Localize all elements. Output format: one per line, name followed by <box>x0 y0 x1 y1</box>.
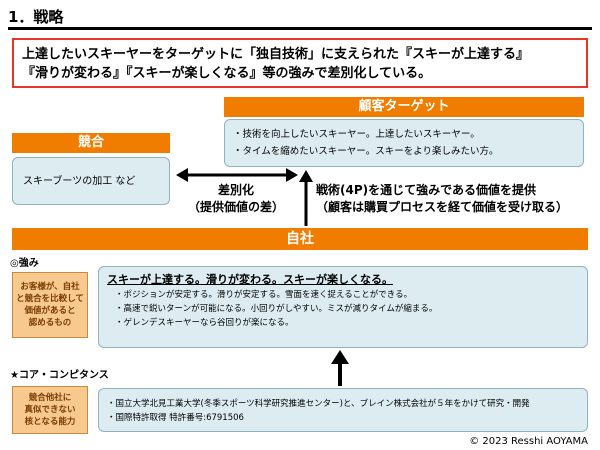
target-header: 顧客ターゲット <box>224 97 584 117</box>
differentiation-label: 差別化 （提供価値の差） <box>180 182 292 216</box>
strength-side-line: 価値があると <box>24 306 76 316</box>
strength-label: ◎強み <box>10 258 39 269</box>
core-side-line: 競合他社に <box>28 393 72 403</box>
competition-box: スキーブーツの加工 など <box>12 157 170 205</box>
strength-box: スキーが上達する。滑りが変わる。スキーが楽しくなる。 ・ポジションが安定する。滑… <box>98 266 588 348</box>
title-underline <box>8 27 592 30</box>
core-side-line: 真似できない <box>24 405 76 415</box>
strength-headline: スキーが上達する。滑りが変わる。スキーが楽しくなる。 <box>107 273 393 286</box>
core-side-line: 核となる能力 <box>24 417 76 427</box>
strength-side-line: 認めるもの <box>28 318 72 328</box>
core-item: ・国際特許取得 特許番号:6791506 <box>107 413 244 423</box>
strength-item: ・高速で鋭いターンが可能になる。小回りがしやすい。ミスが減りタイムが縮まる。 <box>115 304 438 314</box>
differentiation-double-arrow <box>176 168 298 182</box>
strength-item: ・ゲレンデスキーヤーなら谷回りが楽になる。 <box>115 318 294 328</box>
target-item: ・技術を向上したいスキーヤー。上達したいスキーヤー。 <box>233 129 480 140</box>
differentiation-line-2: （提供価値の差） <box>187 200 284 214</box>
core-competence-box: ・国立大学北見工業大学(冬季スポーツ科学研究推進センター)と、ブレイン株式会社が… <box>98 388 588 432</box>
core-item: ・国立大学北見工業大学(冬季スポーツ科学研究推進センター)と、ブレイン株式会社が… <box>107 399 530 409</box>
core-competence-label: ★コア・コンピタンス <box>10 370 109 381</box>
company-header: 自社 <box>12 228 588 250</box>
tactics-line-2: （顧客は購買プロセスを経て価値を受け取る） <box>316 200 569 214</box>
summary-line-2: 『滑りが変わる』『スキーが楽しくなる』等の強みで差別化している。 <box>22 66 432 81</box>
core-to-strength-arrow <box>331 350 349 386</box>
strength-side-box: お客様が、自社 と競合を比較して 価値があると 認めるもの <box>12 272 88 338</box>
target-item: ・タイムを縮めたいスキーヤー。スキーをより楽しみたい方。 <box>233 146 499 157</box>
competition-header: 競合 <box>12 133 170 153</box>
tactics-up-arrow <box>299 170 313 226</box>
summary-line-1: 上達したいスキーヤーをターゲットに「独自技術」に支えられた『スキーが上達する』 <box>22 47 530 62</box>
strategy-summary-box: 上達したいスキーヤーをターゲットに「独自技術」に支えられた『スキーが上達する』 … <box>12 38 588 88</box>
strength-item: ・ポジションが安定する。滑りが安定する。雪面を速く捉えることができる。 <box>115 290 413 300</box>
tactics-line-1: 戦術(4P)を通じて強みである価値を提供 <box>316 183 536 197</box>
copyright-text: © 2023 Resshi AOYAMA <box>469 436 588 447</box>
strength-side-line: お客様が、自社 <box>20 282 80 292</box>
strength-side-line: と競合を比較して <box>16 294 84 304</box>
target-box: ・技術を向上したいスキーヤー。上達したいスキーヤー。 ・タイムを縮めたいスキーヤ… <box>224 119 584 167</box>
tactics-label: 戦術(4P)を通じて強みである価値を提供 （顧客は購買プロセスを経て価値を受け取… <box>316 182 568 216</box>
differentiation-line-1: 差別化 <box>217 183 254 197</box>
page-title: 1．戦略 <box>8 8 64 26</box>
core-side-box: 競合他社に 真似できない 核となる能力 <box>12 386 88 434</box>
